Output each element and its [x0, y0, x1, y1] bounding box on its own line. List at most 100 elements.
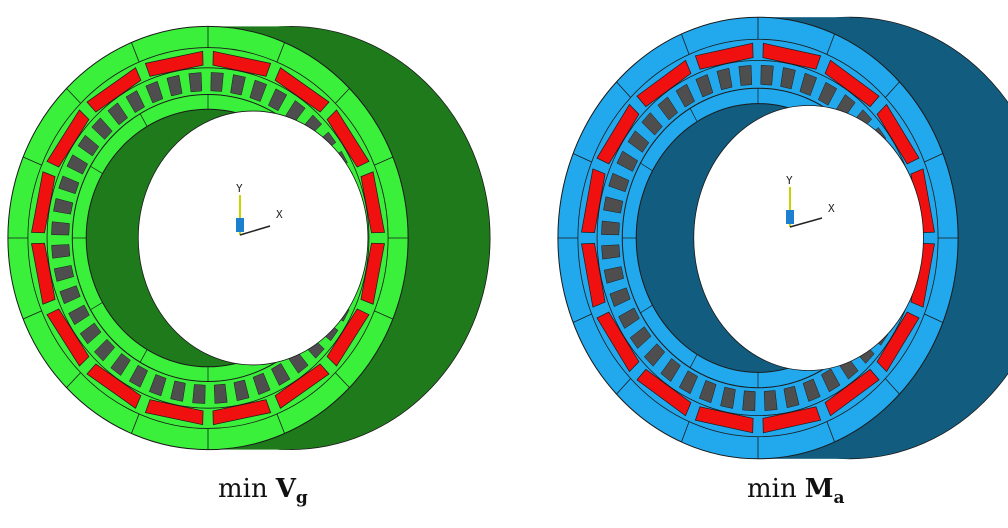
permanent-magnet	[86, 67, 142, 113]
permanent-magnet	[876, 103, 920, 165]
modulation-tooth	[252, 372, 271, 396]
z-axis-marker	[236, 218, 244, 232]
yoke-segment-line	[681, 33, 690, 55]
modulation-tooth	[213, 383, 228, 404]
modulation-tooth	[91, 117, 113, 140]
permanent-magnet	[596, 103, 640, 165]
modulation-tooth	[616, 150, 639, 172]
yoke-segment-line	[131, 42, 140, 63]
modulation-tooth	[192, 384, 206, 404]
permanent-magnet	[694, 42, 754, 70]
modulation-tooth	[802, 378, 821, 402]
modulation-tooth	[148, 374, 167, 397]
modulation-tooth	[233, 379, 250, 402]
modulation-tooth	[641, 112, 663, 136]
permanent-magnet	[326, 308, 370, 367]
permanent-magnet	[636, 59, 692, 108]
inner-segment-line	[640, 304, 653, 314]
modulation-tooth	[77, 134, 100, 157]
caption-subscript: g	[295, 488, 308, 509]
permanent-magnet	[824, 59, 880, 108]
permanent-magnet	[636, 368, 692, 417]
yoke-segment-line	[572, 313, 592, 323]
modulation-tooth	[698, 380, 717, 404]
caption-subscript: a	[833, 488, 845, 509]
modulation-tooth	[51, 244, 71, 259]
modulation-tooth	[657, 96, 678, 121]
permanent-magnet	[46, 109, 90, 168]
modulation-tooth	[695, 74, 714, 98]
permanent-magnet	[360, 171, 385, 234]
permanent-magnet	[824, 368, 880, 417]
caption-function: min	[747, 474, 797, 504]
modulation-tooth	[760, 64, 774, 86]
y-axis-label: Y	[786, 174, 793, 187]
yoke-segment-line	[924, 153, 944, 163]
ring-model-ma	[557, 16, 1008, 460]
permanent-magnet	[144, 399, 204, 426]
inner-segment-line	[689, 354, 698, 368]
modulation-tooth	[603, 266, 624, 284]
modulation-tooth	[110, 353, 131, 376]
modulation-tooth	[145, 80, 164, 104]
permanent-magnet	[144, 50, 204, 77]
modulation-tooth	[608, 172, 630, 193]
yoke-segment-line	[924, 313, 944, 323]
ring-model-vg	[7, 25, 491, 451]
inner-segment-line	[640, 162, 653, 172]
modulation-tooth	[660, 358, 681, 382]
modulation-tooth	[79, 322, 102, 345]
modulation-tooth	[51, 221, 70, 236]
yoke-segment-line	[826, 421, 835, 443]
modulation-tooth	[675, 83, 695, 108]
inner-segment-line	[90, 165, 103, 174]
permanent-magnet	[581, 243, 606, 308]
permanent-magnet	[274, 67, 330, 113]
modulation-tooth	[68, 304, 90, 326]
inner-segment-line	[139, 113, 148, 127]
permanent-magnet	[212, 50, 272, 77]
permanent-magnet	[360, 242, 385, 305]
permanent-magnet	[31, 171, 56, 234]
modulation-tooth	[603, 196, 624, 214]
inner-segment-line	[90, 302, 103, 311]
modulation-tooth	[107, 102, 128, 126]
bore-opening	[693, 105, 924, 371]
yoke-segment-line	[335, 88, 350, 104]
permanent-magnet	[274, 363, 330, 409]
caption-symbol: V	[275, 474, 296, 504]
modulation-tooth	[66, 154, 89, 175]
z-axis-marker	[786, 210, 794, 224]
modulation-tooth	[128, 364, 148, 388]
modulation-tooth	[271, 363, 291, 386]
yoke-segment-line	[22, 156, 42, 166]
modulation-tooth	[818, 81, 838, 106]
permanent-magnet	[910, 243, 935, 308]
modulation-tooth	[643, 343, 666, 367]
yoke-segment-line	[276, 413, 285, 434]
modulation-tooth	[783, 385, 800, 409]
modulation-tooth	[720, 386, 736, 409]
permanent-magnet	[31, 242, 56, 305]
modulation-tooth	[821, 368, 841, 393]
modulation-tooth	[249, 79, 268, 102]
modulation-tooth	[799, 72, 818, 96]
modulation-tooth	[601, 220, 620, 236]
yoke-segment-line	[335, 372, 350, 388]
inner-segment-line	[689, 108, 698, 122]
modulation-tooth	[716, 67, 733, 91]
x-axis-line	[239, 225, 271, 236]
caption-symbol: M	[804, 474, 834, 504]
modulation-tooth	[53, 198, 74, 215]
axis-triad-left: Y X	[236, 182, 283, 236]
yoke-segment-line	[276, 42, 285, 63]
modulation-tooth	[125, 90, 145, 113]
modulation-tooth	[629, 326, 652, 349]
x-axis-label: X	[828, 202, 835, 215]
inner-segment-line	[139, 349, 148, 363]
yoke-segment-line	[616, 378, 631, 395]
modulation-tooth	[780, 67, 796, 90]
modulation-tooth	[210, 72, 224, 92]
